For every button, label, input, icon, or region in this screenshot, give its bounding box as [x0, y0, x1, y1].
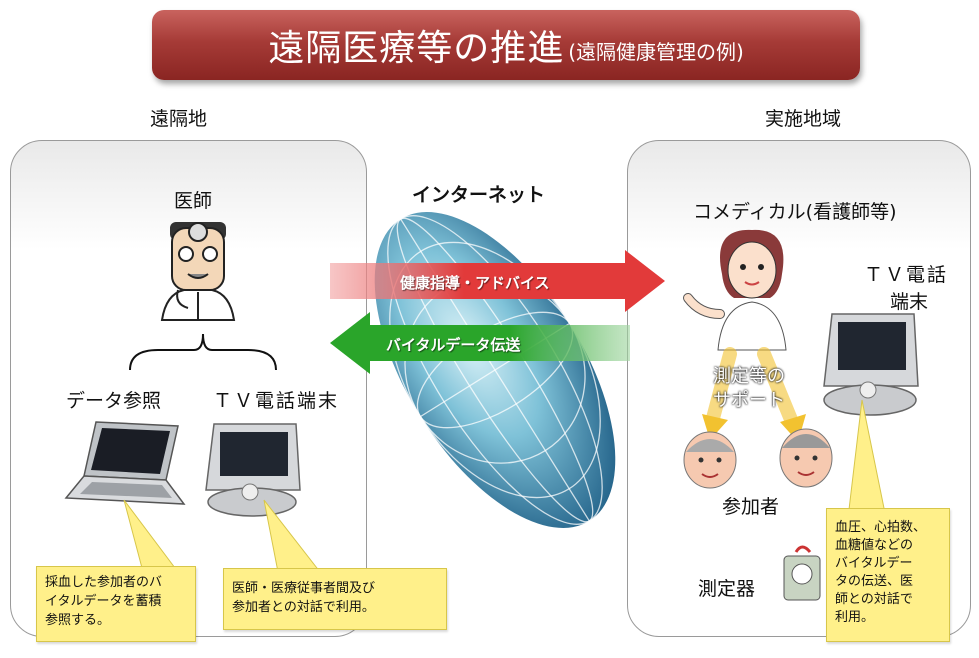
doctor-label: 医師 [174, 190, 213, 212]
tv-phone-icon-right [823, 313, 919, 416]
left-region-label: 遠隔地 [150, 108, 208, 130]
arrow-right-icon [330, 250, 665, 312]
arrow-right-label: 健康指導・アドバイス [400, 274, 550, 292]
nurse-icon [683, 229, 787, 351]
right-region-label: 実施地域 [765, 108, 842, 130]
callout-right-line: バイタルデー [835, 556, 913, 571]
callout-right: 血圧、心拍数、 血糖値などの バイタルデー タの伝送、医 師との対話で 利用。 [826, 508, 950, 642]
internet-label: インターネット [412, 184, 546, 206]
tv-phone-label-right-2: 端末 [890, 291, 929, 313]
callout-right-line: 師との対話で [835, 592, 913, 607]
laptop-icon [64, 421, 186, 505]
globe-icon [374, 212, 616, 528]
participants-label: 参加者 [722, 496, 780, 518]
measuring-device-icon [783, 545, 821, 601]
callout-right-line: 利用。 [835, 610, 875, 625]
participant-icon [779, 428, 833, 488]
data-ref-label: データ参照 [66, 390, 162, 412]
title-banner: 遠隔医療等の推進 (遠隔健康管理の例) [152, 10, 860, 80]
title-sub: (遠隔健康管理の例) [568, 39, 744, 64]
bracket-icon [129, 333, 277, 371]
callout-laptop-line: 採血した参加者のバ [45, 575, 163, 590]
callout-tv-line: 医師・医療従事者間及び [232, 581, 376, 596]
callout-right-line: 血圧、心拍数、 [835, 520, 927, 535]
tv-phone-icon-left [205, 423, 301, 517]
callout-pointer-laptop [123, 499, 176, 569]
participant-icon [683, 431, 737, 489]
callout-laptop-line: 参照する。 [45, 613, 111, 628]
callout-laptop: 採血した参加者のバ イタルデータを蓄積 参照する。 [36, 566, 196, 642]
tv-phone-label-right-1: ＴＶ電話 [864, 264, 949, 286]
callout-tv: 医師・医療従事者間及び 参加者との対話で利用。 [223, 568, 447, 630]
support-label-1: 測定等の [713, 366, 785, 387]
callout-laptop-line: イタルデータを蓄積 [45, 594, 162, 609]
arrow-left-icon [330, 312, 630, 374]
comedical-label: コメディカル(看護師等) [693, 201, 897, 223]
device-label: 測定器 [698, 578, 756, 600]
support-label-2: サポート [713, 390, 785, 411]
arrow-left-label: バイタルデータ伝送 [386, 336, 521, 354]
callout-right-line: タの伝送、医 [835, 574, 914, 589]
title-main: 遠隔医療等の推進 [268, 28, 565, 69]
callout-right-line: 血糖値などの [835, 538, 914, 553]
internet-globe-graphic [330, 212, 665, 528]
callout-pointer-right [847, 399, 887, 519]
doctor-icon [160, 222, 236, 321]
tv-phone-label-left: ＴＶ電話端末 [213, 390, 340, 412]
callout-tv-line: 参加者との対話で利用。 [232, 600, 375, 615]
